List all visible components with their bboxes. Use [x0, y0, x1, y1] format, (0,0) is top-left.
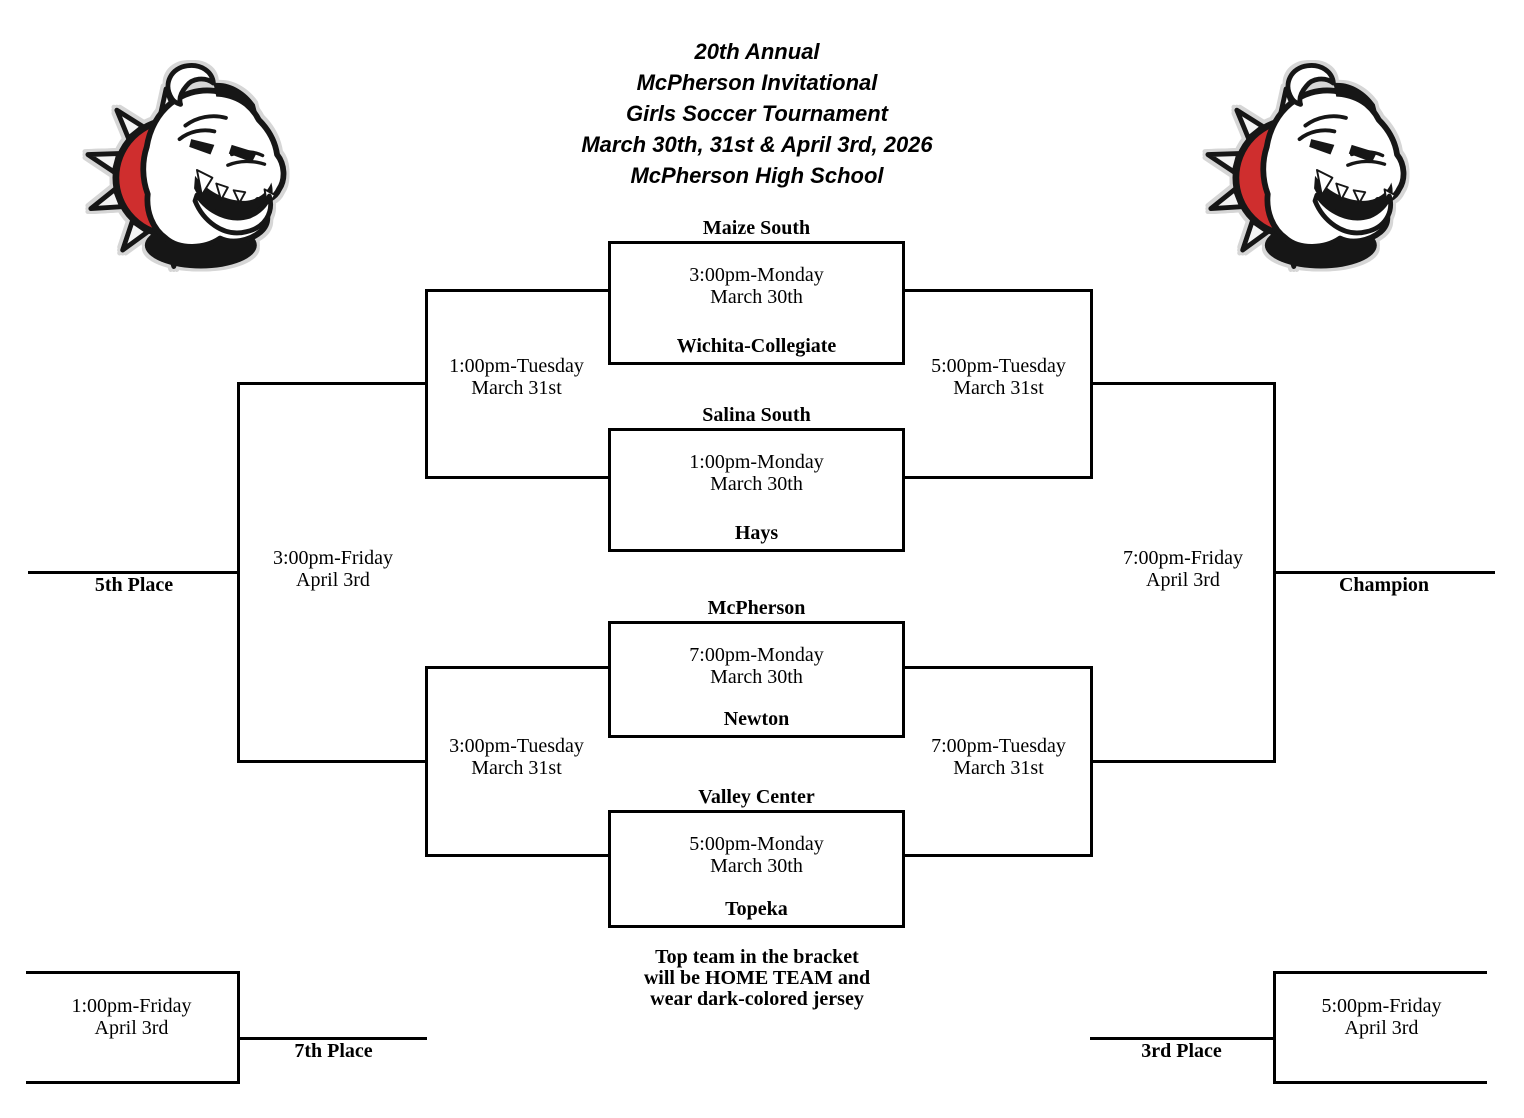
game-time-qf1: 3:00pm-Monday March 30th — [611, 264, 902, 308]
advance-consolation-top — [240, 382, 425, 385]
semi-bottom-time-line: 7:00pm-Tuesday — [931, 735, 1066, 757]
team-name-valley-center: Valley Center — [698, 786, 815, 808]
game-time-qf2: 1:00pm-Monday March 30th — [611, 451, 902, 495]
game-time-qf4-time: 5:00pm-Monday — [689, 833, 824, 855]
team-name-hays: Hays — [734, 522, 779, 544]
title-line-4: March 30th, 31st & April 3rd, 2026 — [581, 132, 933, 157]
bracket-vertical-consolation-top — [425, 289, 428, 479]
team-name-topeka: Topeka — [725, 898, 788, 920]
championship-date-line: April 3rd — [1146, 569, 1220, 591]
home-team-note: Top team in the bracket will be HOME TEA… — [600, 947, 914, 1010]
team-name-salina-south: Salina South — [702, 404, 811, 426]
consolation-semi-bottom-date-line: March 31st — [471, 757, 562, 779]
note-line-2: will be HOME TEAM and — [643, 967, 871, 989]
connector-qf4-left — [425, 854, 608, 857]
semi-top-date-line: March 31st — [953, 377, 1044, 399]
advance-semi-bottom — [1090, 760, 1276, 763]
fifth-place-time-line: 3:00pm-Friday — [273, 547, 393, 569]
consolation-semi-top-date-line: March 31st — [471, 377, 562, 399]
seventh-place-winner-line — [237, 1037, 427, 1040]
game-time-qf3-date: March 30th — [710, 666, 803, 688]
bulldog-logo-right — [1205, 54, 1427, 286]
fifth-place-winner-line — [28, 571, 240, 574]
game-time-qf1-date: March 30th — [710, 286, 803, 308]
page-title: 20th Annual McPherson Invitational Girls… — [362, 36, 1152, 191]
connector-qf3-left — [425, 666, 608, 669]
bulldog-logo-left — [85, 54, 307, 286]
title-line-2: McPherson Invitational — [636, 70, 878, 95]
third-place-date-line: April 3rd — [1344, 1017, 1419, 1039]
seventh-place-date-line: April 3rd — [94, 1017, 169, 1039]
third-place-label: 3rd Place — [1141, 1040, 1222, 1062]
championship-time-line: 7:00pm-Friday — [1123, 547, 1243, 569]
third-place-time-line: 5:00pm-Friday — [1321, 995, 1442, 1017]
seventh-place-game-time: 1:00pm-Friday April 3rd — [26, 995, 237, 1039]
fifth-place-date-line: April 3rd — [296, 569, 370, 591]
seventh-place-box-right — [237, 971, 240, 1084]
third-place-box-top — [1273, 971, 1487, 974]
connector-qf3-right — [905, 666, 1093, 669]
game-time-qf3: 7:00pm-Monday March 30th — [611, 644, 902, 688]
champion-label: Champion — [1338, 574, 1430, 596]
seventh-place-label: 7th Place — [294, 1040, 373, 1062]
game-box-qf2: Salina South 1:00pm-Monday March 30th Ha… — [608, 404, 905, 552]
advance-semi-top — [1090, 382, 1276, 385]
game-time-qf4-date: March 30th — [710, 855, 803, 877]
seventh-place-box-top — [26, 971, 240, 974]
team-name-maize-south: Maize South — [702, 217, 811, 239]
game-time-qf2-date: March 30th — [710, 473, 803, 495]
bulldog-mascot-icon — [85, 63, 287, 269]
game-box-qf4: Valley Center 5:00pm-Monday March 30th T… — [608, 786, 905, 928]
connector-qf2-right — [905, 476, 1093, 479]
third-place-winner-line — [1090, 1037, 1276, 1040]
consolation-semi-top-time: 1:00pm-Tuesday March 31st — [425, 355, 608, 399]
team-name-wichita-collegiate: Wichita-Collegiate — [676, 335, 837, 357]
game-time-qf1-time: 3:00pm-Monday — [689, 264, 824, 286]
semi-bottom-date-line: March 31st — [953, 757, 1044, 779]
bulldog-mascot-icon — [1205, 63, 1407, 269]
game-box-qf3: McPherson 7:00pm-Monday March 30th Newto… — [608, 597, 905, 738]
connector-qf1-left — [425, 289, 608, 292]
semi-top-time-line: 5:00pm-Tuesday — [931, 355, 1066, 377]
consolation-semi-bottom-time: 3:00pm-Tuesday March 31st — [425, 735, 608, 779]
game-time-qf3-time: 7:00pm-Monday — [689, 644, 824, 666]
seventh-place-box-bottom — [26, 1081, 240, 1084]
fifth-place-label: 5th Place — [94, 574, 174, 596]
team-name-newton: Newton — [723, 708, 790, 730]
championship-game-time: 7:00pm-Friday April 3rd — [1093, 547, 1273, 591]
seventh-place-time-line: 1:00pm-Friday — [71, 995, 192, 1017]
connector-qf2-left — [425, 476, 608, 479]
bracket-vertical-consolation-bottom — [425, 666, 428, 857]
champion-winner-line — [1273, 571, 1495, 574]
connector-qf4-right — [905, 854, 1093, 857]
title-line-1: 20th Annual — [694, 39, 820, 64]
connector-qf1-right — [905, 289, 1093, 292]
semi-top-time: 5:00pm-Tuesday March 31st — [907, 355, 1090, 399]
title-line-3: Girls Soccer Tournament — [625, 101, 889, 126]
game-box-qf1: Maize South 3:00pm-Monday March 30th Wic… — [608, 217, 905, 365]
note-line-1: Top team in the bracket — [655, 946, 859, 968]
fifth-place-game-time: 3:00pm-Friday April 3rd — [243, 547, 423, 591]
team-name-mcpherson: McPherson — [707, 597, 806, 619]
third-place-box-bottom — [1273, 1081, 1487, 1084]
third-place-game-time: 5:00pm-Friday April 3rd — [1276, 995, 1487, 1039]
note-line-3: wear dark-colored jersey — [650, 988, 864, 1010]
semi-bottom-time: 7:00pm-Tuesday March 31st — [907, 735, 1090, 779]
consolation-semi-top-time-line: 1:00pm-Tuesday — [449, 355, 584, 377]
advance-consolation-bottom — [240, 760, 425, 763]
game-time-qf2-time: 1:00pm-Monday — [689, 451, 824, 473]
consolation-semi-bottom-time-line: 3:00pm-Tuesday — [449, 735, 584, 757]
game-time-qf4: 5:00pm-Monday March 30th — [611, 833, 902, 877]
title-line-5: McPherson High School — [630, 163, 884, 188]
third-place-box-left — [1273, 971, 1276, 1084]
